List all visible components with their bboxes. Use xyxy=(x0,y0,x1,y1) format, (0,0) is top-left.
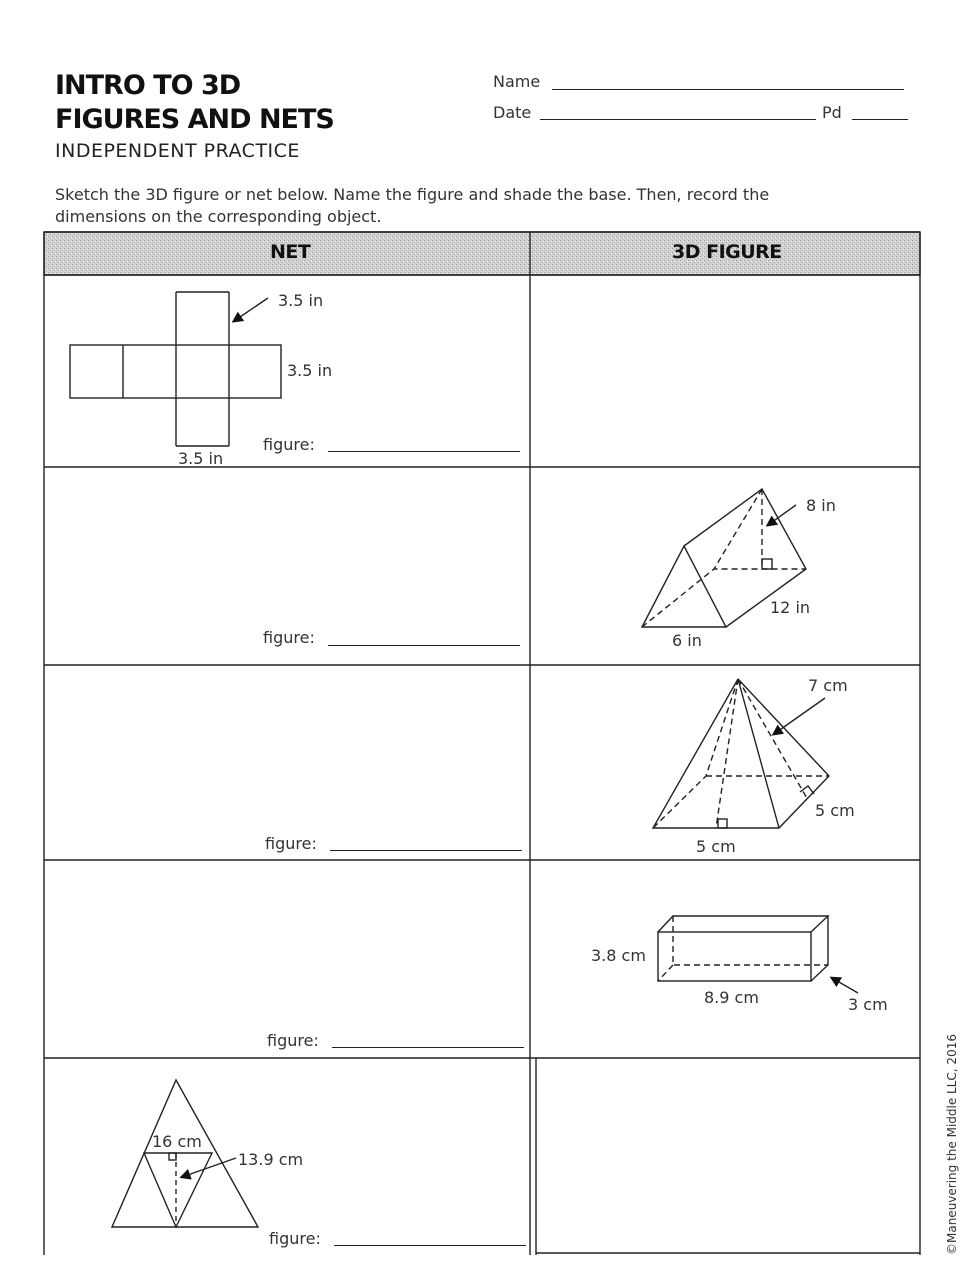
title-line-1: INTRO TO 3D xyxy=(55,70,241,101)
figure-label: figure: xyxy=(265,834,317,853)
figure-answer-field[interactable] xyxy=(334,1245,526,1246)
date-label: Date xyxy=(493,103,532,122)
figure-label: figure: xyxy=(263,628,315,647)
dimension-label: 3.5 in xyxy=(287,361,333,380)
name-field[interactable] xyxy=(552,89,904,90)
dimension-label: 5 cm xyxy=(696,837,736,856)
arrow xyxy=(231,297,269,323)
column-header-3d-figure: 3D FIGURE xyxy=(672,241,782,263)
title-line-2: FIGURES AND NETS xyxy=(55,104,335,135)
pd-field[interactable] xyxy=(852,119,908,120)
dimension-label: 3.5 in xyxy=(178,449,224,468)
dimension-label: 6 in xyxy=(672,631,702,650)
dimension-label: 8.9 cm xyxy=(704,988,759,1007)
dimension-label: 13.9 cm xyxy=(238,1150,304,1169)
square-pyramid xyxy=(651,678,830,829)
pd-label: Pd xyxy=(822,103,842,122)
figure-label: figure: xyxy=(269,1229,321,1248)
rectangular-prism xyxy=(657,915,859,994)
cube-net xyxy=(69,291,282,447)
figure-label: figure: xyxy=(267,1031,319,1050)
subtitle: INDEPENDENT PRACTICE xyxy=(55,140,300,162)
dimension-label: 3.5 in xyxy=(278,291,324,310)
instructions-line-1: Sketch the 3D figure or net below. Name … xyxy=(55,185,770,204)
dimension-label: 12 in xyxy=(770,598,811,617)
dimension-label: 7 cm xyxy=(808,676,848,695)
table-header-bg xyxy=(43,231,921,276)
dimension-label: 8 in xyxy=(806,496,836,515)
name-label: Name xyxy=(493,72,541,91)
figure-answer-field[interactable] xyxy=(332,1047,524,1048)
dimension-label: 3.8 cm xyxy=(591,946,646,965)
dimension-label: 3 cm xyxy=(848,995,888,1014)
instructions-line-2: dimensions on the corresponding object. xyxy=(55,207,382,226)
dimension-label: 5 cm xyxy=(815,801,855,820)
date-field[interactable] xyxy=(540,119,816,120)
dimension-label: 16 cm xyxy=(152,1132,202,1151)
figure-answer-field[interactable] xyxy=(328,451,520,452)
triangular-pyramid-net xyxy=(110,1078,260,1229)
figure-answer-field[interactable] xyxy=(328,645,520,646)
copyright-notice: ©Maneuvering the Middle LLC, 2016 xyxy=(945,1034,959,1255)
figure-answer-field[interactable] xyxy=(330,850,522,851)
figure-label: figure: xyxy=(263,435,315,454)
triangular-prism xyxy=(640,487,807,628)
column-header-net: NET xyxy=(270,241,311,263)
